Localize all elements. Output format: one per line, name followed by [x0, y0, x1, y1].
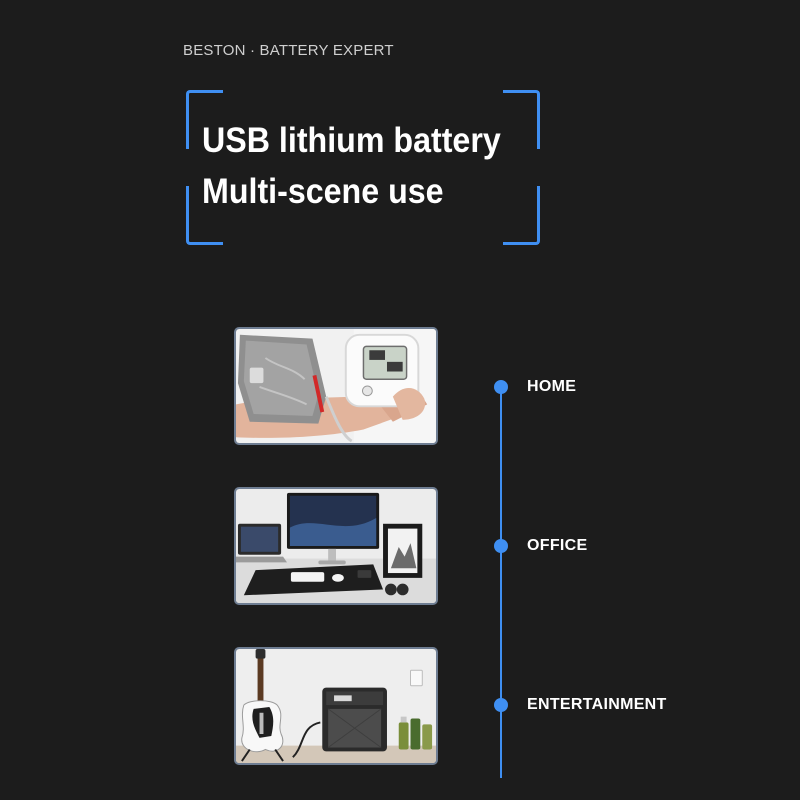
guitar-amplifier-image: [236, 649, 436, 763]
blood-pressure-monitor-image: [236, 329, 436, 443]
frame-corner-bottom-left: [186, 186, 223, 245]
scene-label-home: HOME: [527, 378, 577, 395]
timeline-dot-home: [494, 380, 508, 394]
timeline-dot-entertainment: [494, 698, 508, 712]
frame-corner-top-left: [186, 90, 223, 149]
headline-line-1: USB lithium battery: [202, 121, 501, 160]
scene-label-entertainment: ENTERTAINMENT: [527, 696, 667, 713]
scene-image-home: [234, 327, 438, 445]
scene-image-office: [234, 487, 438, 605]
scene-image-entertainment: [234, 647, 438, 765]
timeline-line: [500, 386, 502, 778]
headline-line-2: Multi-scene use: [202, 172, 444, 211]
office-desk-image: [236, 489, 436, 603]
brand-tagline: BESTON · BATTERY EXPERT: [183, 42, 394, 59]
timeline-dot-office: [494, 539, 508, 553]
frame-corner-bottom-right: [503, 186, 540, 245]
frame-corner-top-right: [503, 90, 540, 149]
scene-label-office: OFFICE: [527, 537, 588, 554]
headline-frame: USB lithium battery Multi-scene use: [186, 90, 540, 245]
